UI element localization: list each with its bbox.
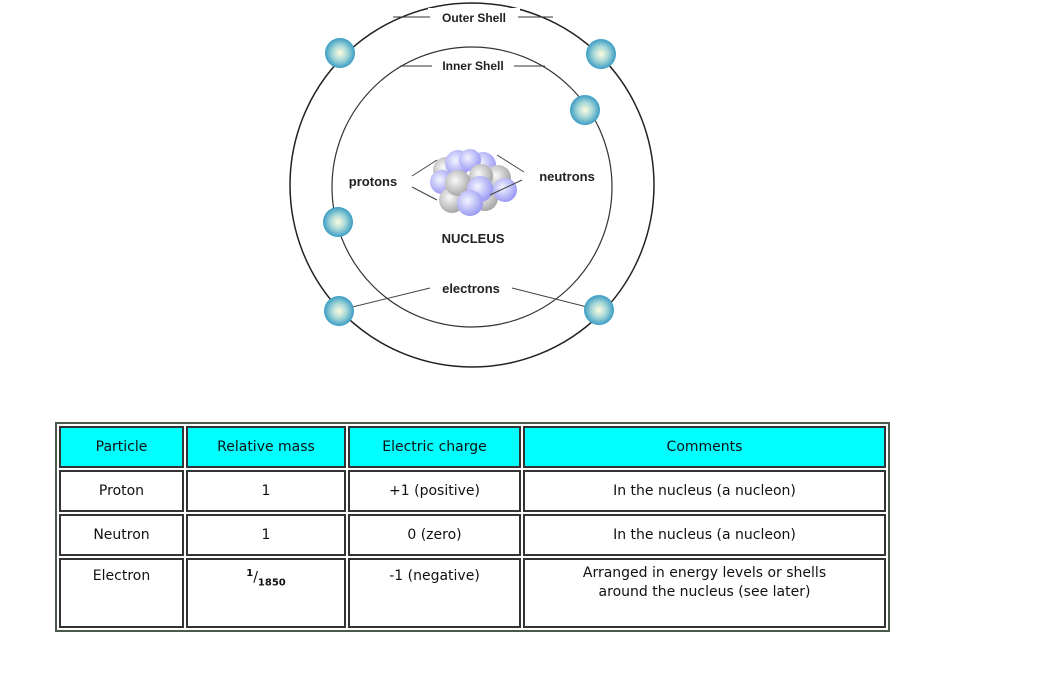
header-comments: Comments xyxy=(523,426,886,468)
electron xyxy=(570,95,600,125)
cell-particle: Electron xyxy=(59,558,184,628)
atom-diagram: Outer Shell Inner Shell protons neutrons… xyxy=(289,2,655,368)
cell-mass: 1/1850 xyxy=(186,558,346,628)
electron xyxy=(584,295,614,325)
electron xyxy=(325,38,355,68)
nucleus xyxy=(430,149,517,216)
header-particle: Particle xyxy=(59,426,184,468)
cell-particle: Proton xyxy=(59,470,184,512)
cell-mass: 1 xyxy=(186,514,346,556)
cell-charge: 0 (zero) xyxy=(348,514,521,556)
cell-comments: Arranged in energy levels or shells aroun… xyxy=(523,558,886,628)
table-row: Neutron 1 0 (zero) In the nucleus (a nuc… xyxy=(59,514,886,556)
header-relative-mass: Relative mass xyxy=(186,426,346,468)
cell-charge: +1 (positive) xyxy=(348,470,521,512)
inner-shell-label: Inner Shell xyxy=(442,59,503,73)
electrons xyxy=(323,38,616,326)
comments-line: around the nucleus (see later) xyxy=(598,584,811,600)
cell-comments: In the nucleus (a nucleon) xyxy=(523,514,886,556)
electron xyxy=(586,39,616,69)
mass-numerator: 1 xyxy=(246,568,254,579)
electron xyxy=(323,207,353,237)
table-row: Proton 1 +1 (positive) In the nucleus (a… xyxy=(59,470,886,512)
comments-line: Arranged in energy levels or shells xyxy=(582,565,827,581)
outer-shell xyxy=(289,2,655,368)
cell-mass: 1 xyxy=(186,470,346,512)
subatomic-particles-table: Particle Relative mass Electric charge C… xyxy=(55,422,890,632)
mass-denominator: 1850 xyxy=(257,577,286,589)
table-row: Electron 1/1850 -1 (negative) Arranged i… xyxy=(59,558,886,628)
cell-particle: Neutron xyxy=(59,514,184,556)
header-electric-charge: Electric charge xyxy=(348,426,521,468)
cell-charge: -1 (negative) xyxy=(348,558,521,628)
cell-comments: In the nucleus (a nucleon) xyxy=(523,470,886,512)
table-header-row: Particle Relative mass Electric charge C… xyxy=(59,426,886,468)
nucleus-label: NUCLEUS xyxy=(442,231,505,246)
protons-label: protons xyxy=(349,174,397,189)
neutrons-label: neutrons xyxy=(539,169,595,184)
electrons-label: electrons xyxy=(442,281,500,296)
outer-shell-label: Outer Shell xyxy=(442,11,506,25)
inner-shell xyxy=(331,46,613,328)
electron xyxy=(324,296,354,326)
